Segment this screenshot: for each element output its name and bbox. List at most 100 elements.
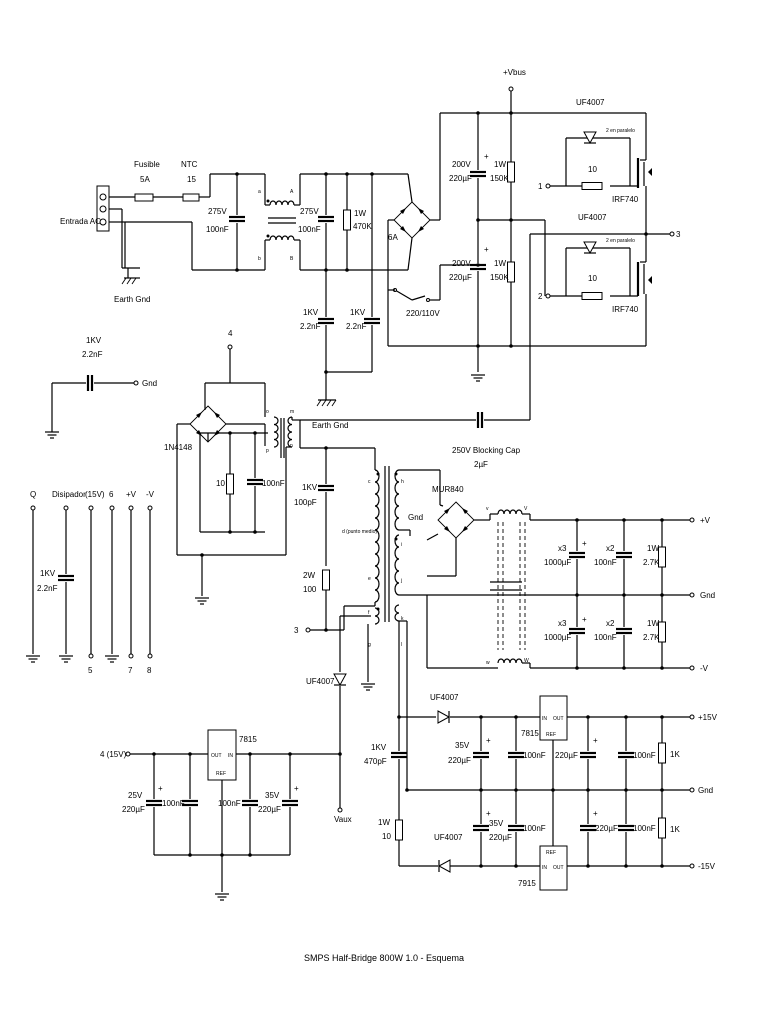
label-r27-bot-w: 1W — [647, 619, 659, 628]
label-mur840: MUR840 — [432, 485, 464, 494]
resistor-470k — [343, 209, 351, 231]
label-7815-main-out: OUT — [553, 716, 564, 722]
label-out-plus-v: +V — [700, 516, 711, 525]
diode-uf4007-aux — [333, 673, 347, 686]
label-zener-top: 2 en paralelo — [606, 128, 635, 134]
diode-uf4007-p15 — [437, 710, 450, 724]
bridge-rectifier-6a — [393, 201, 431, 239]
resistor-1w-10 — [395, 819, 403, 841]
label-in-4-15v: 4 (15V) — [100, 750, 127, 759]
label-c1kv-aux-c: 470pF — [364, 757, 387, 766]
ground-symbol-bus — [470, 374, 486, 382]
label-7815-aux-out: OUT — [211, 753, 222, 759]
capacitor-100nf-p15-1 — [506, 751, 526, 759]
svg-text:+: + — [486, 736, 491, 745]
main-transformer-secondary-top — [394, 469, 400, 531]
ntc-symbol — [182, 193, 200, 202]
output-cap-100nf-top — [614, 551, 634, 559]
label-plus-v: +V — [126, 490, 137, 499]
capacitor-200v-top — [468, 170, 488, 178]
label-bridge-6a: 6A — [388, 233, 398, 242]
label-pin2: 2 — [538, 292, 543, 301]
label-7815-aux-ref: REF — [216, 771, 226, 777]
label-c35-p-c: 220µF — [448, 756, 471, 765]
output-cap-1000uf-bottom — [567, 627, 587, 635]
capacitor-275v-b — [316, 215, 336, 223]
label-r470-w: 1W — [354, 209, 366, 218]
label-c200-bot-v: 200V — [452, 259, 471, 268]
output-cap-100nf-bottom — [614, 627, 634, 635]
label-7915-in: IN — [542, 865, 547, 871]
fuse-symbol — [134, 193, 154, 202]
label-c1kv-b-c: 2.2nF — [346, 322, 367, 331]
label-snubber-v: 1KV — [302, 483, 318, 492]
capacitor-275v-a — [227, 215, 247, 223]
label-c35-m-c: 220µF — [489, 833, 512, 842]
label-7815-main-ref: REF — [546, 732, 556, 738]
output-inductor-w — [497, 658, 523, 664]
label-c200-top-c: 220µF — [449, 174, 472, 183]
label-pin3-right: 3 — [676, 230, 681, 239]
label-drv-m: m — [290, 409, 294, 415]
label-r470-v: 470K — [353, 222, 372, 231]
label-gnd-left: Gnd — [142, 379, 157, 388]
earth-ground-symbol-2 — [316, 399, 337, 407]
label-c200-bot-c: 220µF — [449, 273, 472, 282]
label-minus-v: -V — [146, 490, 155, 499]
ground-symbol-heatsink — [58, 655, 74, 663]
label-fusible-value: 5A — [140, 175, 150, 184]
label-zener-bottom: 2 en paralelo — [606, 238, 635, 244]
label-entrada-ac: Entrada AC — [60, 217, 101, 226]
label-tx-k: k — [401, 616, 404, 622]
regulator-7815-main — [539, 695, 568, 741]
label-q: Q — [30, 490, 36, 499]
label-earth-gnd-1: Earth Gnd — [114, 295, 150, 304]
svg-text:+: + — [294, 784, 299, 793]
capacitor-1kv-gnd — [86, 373, 94, 393]
snubber-resistor-100 — [322, 569, 330, 591]
label-c100-m1: 100nF — [523, 824, 546, 833]
svg-text:+: + — [582, 539, 587, 548]
label-c1kv-a-v: 1KV — [303, 308, 319, 317]
label-uf4007-p15: UF4007 — [430, 693, 459, 702]
output-inductor-v — [497, 509, 523, 515]
label-drv-p: p — [266, 448, 269, 454]
label-tx-c: c — [368, 479, 371, 485]
capacitor-100nf-m15-3 — [616, 824, 636, 832]
label-out-minus-v: -V — [700, 664, 709, 673]
label-x2-top: x2 — [606, 544, 615, 553]
bridge-mur840 — [437, 501, 475, 539]
label-uf4007-m15: UF4007 — [434, 833, 463, 842]
label-c220-p2: 220µF — [555, 751, 578, 760]
label-7915-ref: REF — [546, 850, 556, 856]
label-r1w-aux-w: 1W — [378, 818, 390, 827]
output-cap-1000uf-top — [567, 551, 587, 559]
capacitor-220uf-p15-2 — [578, 751, 598, 759]
label-7915-out: OUT — [553, 865, 564, 871]
svg-text:+: + — [593, 736, 598, 745]
label-c1kv-gnd-c: 2.2nF — [82, 350, 103, 359]
label-tx-f: f — [368, 610, 370, 616]
label-l-w2: W — [524, 658, 529, 664]
gate-drive-section: 4 1N4148 10 100nF — [164, 329, 348, 605]
ground-symbol-left — [44, 431, 60, 439]
label-1n4148: 1N4148 — [164, 443, 193, 452]
gate-resistor-bottom — [581, 292, 603, 300]
ground-symbol-drive — [194, 597, 210, 605]
label-r150-bot-w: 1W — [494, 259, 506, 268]
common-mode-choke-bottom — [269, 235, 295, 241]
main-transformer-primary — [374, 469, 380, 603]
ground-symbol-six — [104, 655, 120, 663]
label-l-v2: V — [524, 506, 528, 512]
label-c220-m2: 220µF — [595, 824, 618, 833]
label-c1000-top: 1000µF — [544, 558, 571, 567]
label-x3-top: x3 — [558, 544, 567, 553]
ac-input-section: Entrada AC Earth Gnd Fusible 5A NTC 15 2… — [60, 112, 646, 407]
capacitor-25v-220uf — [144, 799, 164, 807]
label-seven: 7 — [128, 666, 133, 675]
blocking-capacitor-2uf — [476, 410, 484, 430]
pm15v-supply-section: UF4007 7815 IN OUT REF 1KV 470pF 1W 10 U… — [364, 693, 718, 891]
label-c1kv-gnd-v: 1KV — [86, 336, 102, 345]
resistor-10-drive — [226, 473, 234, 495]
label-r1w-aux-v: 10 — [382, 832, 391, 841]
